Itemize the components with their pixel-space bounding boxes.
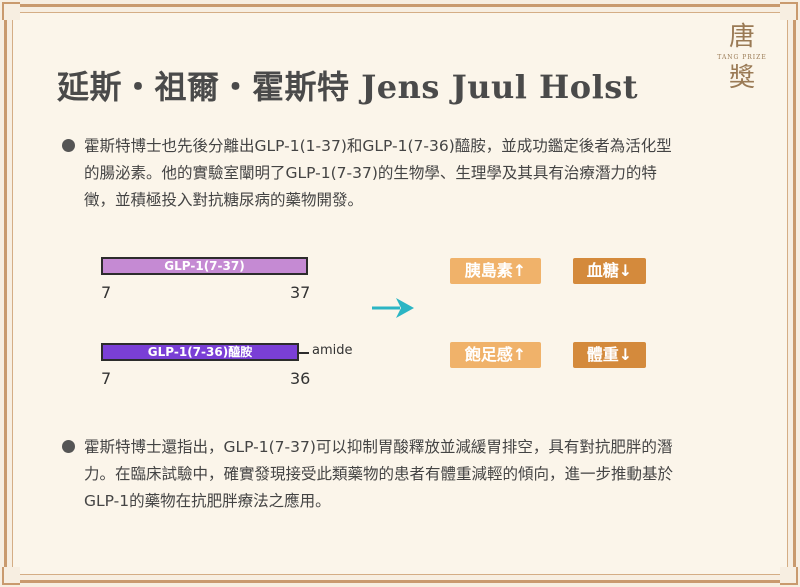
corner-ornament xyxy=(2,2,20,20)
paragraph-text: 霍斯特博士也先後分離出GLP-1(1-37)和GLP-1(7-36)醯胺，並成功… xyxy=(84,137,672,209)
bullet-icon xyxy=(62,139,75,152)
bullet-icon xyxy=(62,440,75,453)
paragraph-2: 霍斯特博士還指出，GLP-1(7-37)可以抑制胃酸釋放並減緩胃排空，具有對抗肥… xyxy=(62,434,682,515)
peptide-bar-glp1-7-36-amide: GLP-1(7-36)醯胺 xyxy=(101,343,299,361)
peptide2-end-label: 36 xyxy=(290,369,311,388)
corner-ornament xyxy=(780,567,798,585)
peptide1-end-label: 37 xyxy=(290,283,311,302)
logo-english: TANG PRIZE xyxy=(717,54,767,61)
logo-char-top: 唐 xyxy=(728,22,755,52)
effect-satiety-up: 飽足感↑ xyxy=(450,342,541,368)
page-title: 延斯・祖爾・霍斯特 Jens Juul Holst xyxy=(57,68,639,106)
peptide-bar-glp1-7-37: GLP-1(7-37) xyxy=(101,257,308,275)
corner-ornament xyxy=(780,2,798,20)
peptide2-start-label: 7 xyxy=(101,369,112,388)
outer-frame xyxy=(4,4,796,583)
peptide1-start-label: 7 xyxy=(101,283,112,302)
right-arrow-icon xyxy=(372,298,414,318)
effect-blood-sugar-down: 血糖↓ xyxy=(573,258,646,284)
amide-connector xyxy=(299,352,309,354)
logo-char-bottom: 獎 xyxy=(728,63,755,93)
paragraph-text: 霍斯特博士還指出，GLP-1(7-37)可以抑制胃酸釋放並減緩胃排空，具有對抗肥… xyxy=(84,438,674,510)
corner-ornament xyxy=(2,567,20,585)
effect-insulin-up: 胰島素↑ xyxy=(450,258,541,284)
amide-label: amide xyxy=(312,343,353,358)
paragraph-1: 霍斯特博士也先後分離出GLP-1(1-37)和GLP-1(7-36)醯胺，並成功… xyxy=(62,133,682,214)
effect-body-weight-down: 體重↓ xyxy=(573,342,646,368)
tang-prize-logo: 唐 TANG PRIZE 獎 xyxy=(714,22,770,104)
inner-frame xyxy=(12,12,788,575)
